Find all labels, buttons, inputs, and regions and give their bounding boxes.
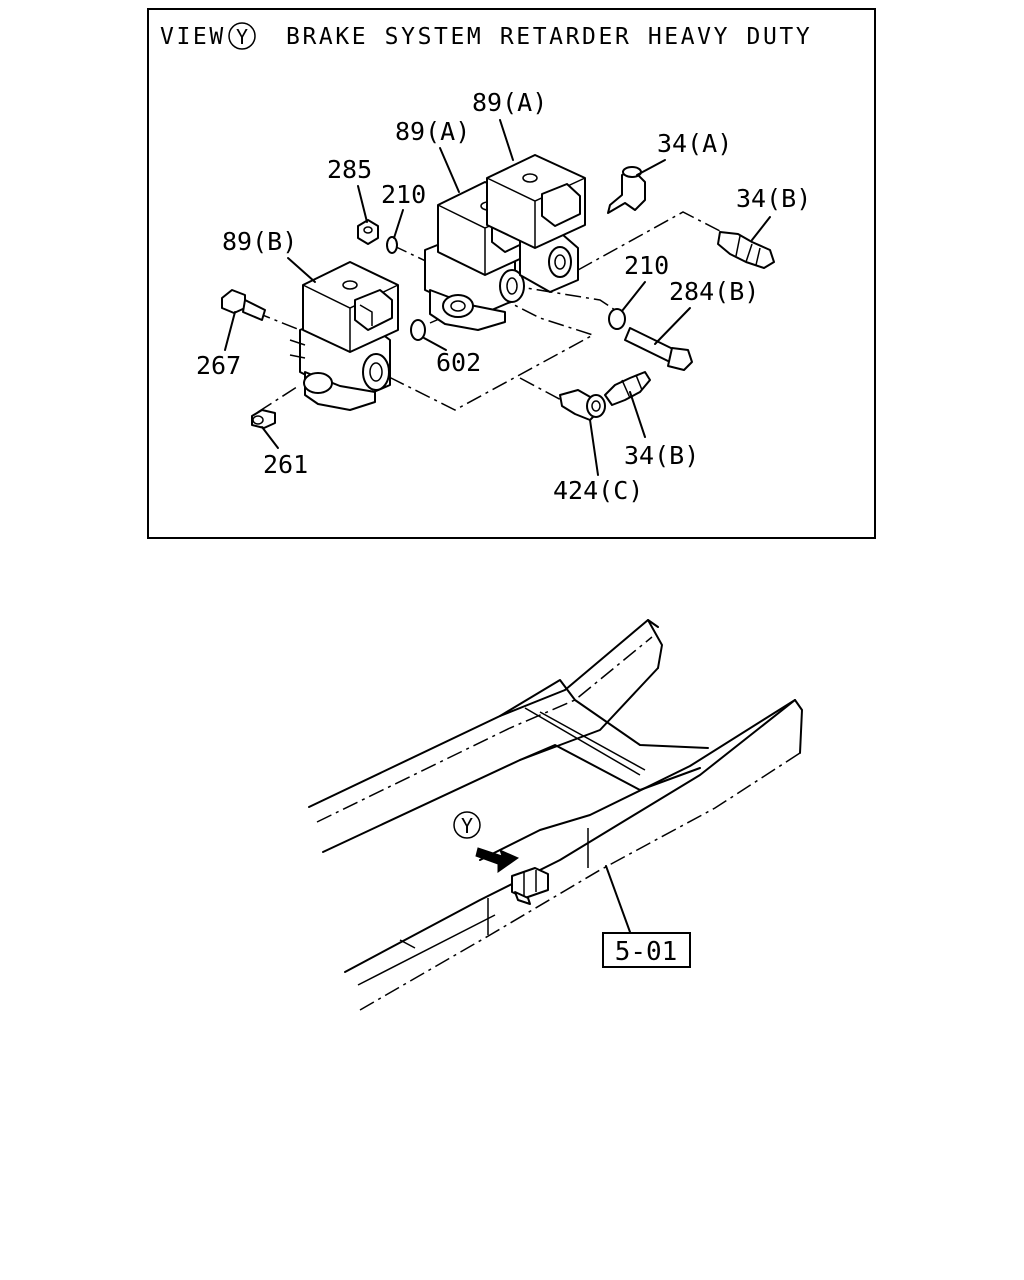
fitting-34b-top bbox=[717, 231, 775, 269]
callout-34b-bottom: 34(B) bbox=[624, 441, 699, 470]
callout-210-right: 210 bbox=[624, 251, 669, 280]
bolt-267 bbox=[221, 289, 266, 321]
callout-424c: 424(C) bbox=[553, 476, 643, 505]
callout-34b-top: 34(B) bbox=[736, 184, 811, 213]
detail-view-frame bbox=[147, 8, 876, 539]
callout-261: 261 bbox=[263, 450, 308, 479]
callout-267: 267 bbox=[196, 351, 241, 380]
o-ring-602 bbox=[410, 319, 426, 341]
bolt-284b bbox=[624, 327, 693, 371]
fitting-34b-bottom bbox=[604, 371, 651, 406]
reference-box bbox=[602, 932, 691, 968]
callout-34a: 34(A) bbox=[657, 129, 732, 158]
locator-view-marker-circle bbox=[453, 811, 481, 839]
view-direction-arrow bbox=[475, 847, 520, 873]
callout-210-top: 210 bbox=[381, 180, 426, 209]
valve-block-location bbox=[511, 867, 549, 905]
view-marker-circle bbox=[228, 22, 256, 50]
view-marker-letter: Y bbox=[236, 25, 248, 49]
view-label: VIEW bbox=[160, 24, 226, 50]
washer-210-right bbox=[608, 308, 626, 330]
solenoid-valve-89a-rear bbox=[486, 154, 586, 293]
chassis-frame-locator bbox=[308, 619, 803, 1011]
reference-number: 5-01 bbox=[615, 937, 678, 967]
banjo-fitting-424c bbox=[559, 389, 606, 421]
solenoid-valve-89a-front bbox=[424, 181, 536, 331]
diagram-title: BRAKE SYSTEM RETARDER HEAVY DUTY bbox=[286, 24, 812, 50]
callout-89a-top: 89(A) bbox=[472, 88, 547, 117]
reference-leader-line bbox=[605, 865, 631, 933]
callout-602: 602 bbox=[436, 348, 481, 377]
callout-89a: 89(A) bbox=[395, 117, 470, 146]
callout-284b: 284(B) bbox=[669, 277, 759, 306]
leader-lines bbox=[224, 119, 771, 476]
plug-261 bbox=[251, 409, 276, 429]
solenoid-valve-89b bbox=[289, 261, 399, 411]
nut-285 bbox=[357, 219, 379, 245]
washer-210-top bbox=[386, 236, 398, 254]
callout-285: 285 bbox=[327, 155, 372, 184]
callout-89b: 89(B) bbox=[222, 227, 297, 256]
locator-view-marker-letter: Y bbox=[461, 814, 473, 838]
